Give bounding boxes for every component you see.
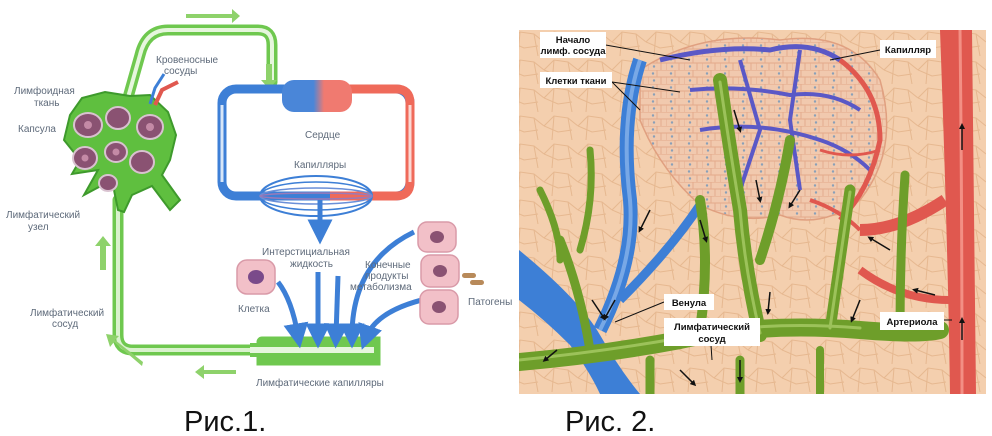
- label-box-capillary: Капилляр: [880, 40, 936, 58]
- label-heart: Сердце: [305, 130, 341, 141]
- flow-arrow-top: [186, 9, 240, 23]
- label-start-2: лимф. сосуда: [541, 46, 607, 57]
- label-box-start: Начало лимф. сосуда: [540, 32, 606, 58]
- flow-arrow-up: [95, 236, 111, 270]
- label-blood-vessels-2: сосуды: [164, 66, 197, 77]
- label-lymph-node-2: узел: [28, 222, 49, 233]
- pathogens: [462, 273, 484, 285]
- label-capsule: Капсула: [18, 124, 56, 135]
- flow-arrow-diag: [106, 334, 143, 366]
- label-box-lymph-vessel: Лимфатический сосуд: [664, 318, 760, 346]
- flow-arrow-bottom: [195, 365, 236, 379]
- heart: [282, 80, 352, 112]
- label-end-products-3: метаболизма: [350, 281, 412, 293]
- label-blood-vessels-1: Кровеносные: [156, 55, 219, 66]
- label-lymph-vessel-1: Лимфатический: [30, 307, 104, 319]
- label-capillaries: Капилляры: [294, 160, 346, 171]
- caption-figure-1: Рис.1.: [184, 406, 266, 436]
- fluid-arrow-2: [275, 280, 309, 349]
- figure-2: Начало лимф. сосуда Клетки ткани Капилля…: [519, 30, 986, 436]
- label-end-products-1: Конечные: [365, 260, 411, 271]
- label-lymphoid-1: Лимфоидная: [14, 85, 75, 97]
- label-capillary: Капилляр: [885, 45, 931, 56]
- fluid-arrow-5: [339, 229, 416, 349]
- label-pathogens: Патогены: [468, 297, 512, 308]
- label-end-products-2: продукты: [365, 271, 408, 282]
- label-box-venule: Венула: [664, 294, 714, 310]
- label-arteriole: Артериола: [886, 317, 938, 328]
- label-box-arteriole: Артериола: [880, 312, 944, 330]
- label-interstitial-1: Интерстициальная: [262, 247, 350, 258]
- blood-vessel-blue: [148, 73, 166, 105]
- label-venule: Венула: [672, 298, 707, 309]
- figure-1: Кровеносные сосуды Лимфоидная ткань Капс…: [6, 9, 512, 436]
- label-interstitial-2: жидкость: [290, 259, 333, 270]
- lymph-node: [62, 90, 182, 214]
- label-tissue-cells: Клетки ткани: [545, 76, 606, 87]
- label-box-tissue-cells: Клетки ткани: [540, 72, 612, 88]
- label-cell: Клетка: [238, 304, 270, 315]
- label-lymph-capillaries: Лимфатические капилляры: [256, 377, 384, 389]
- label-start-1: Начало: [556, 35, 591, 46]
- cell-left: [236, 259, 276, 295]
- cells-right: [417, 221, 460, 325]
- caption-figure-2: Рис. 2.: [565, 406, 655, 436]
- label-lymph-vessel-1: Лимфатический: [674, 322, 750, 333]
- fluid-arrow-4: [323, 275, 349, 349]
- label-lymph-vessel-2: сосуд: [52, 319, 78, 330]
- capillaries: [259, 175, 373, 217]
- label-lymph-node-1: Лимфатический: [6, 209, 80, 221]
- label-lymph-vessel-2: сосуд: [698, 334, 725, 345]
- flow-arrow-down: [261, 64, 277, 89]
- label-lymphoid-2: ткань: [34, 98, 59, 109]
- blood-vessel-red: [153, 80, 179, 106]
